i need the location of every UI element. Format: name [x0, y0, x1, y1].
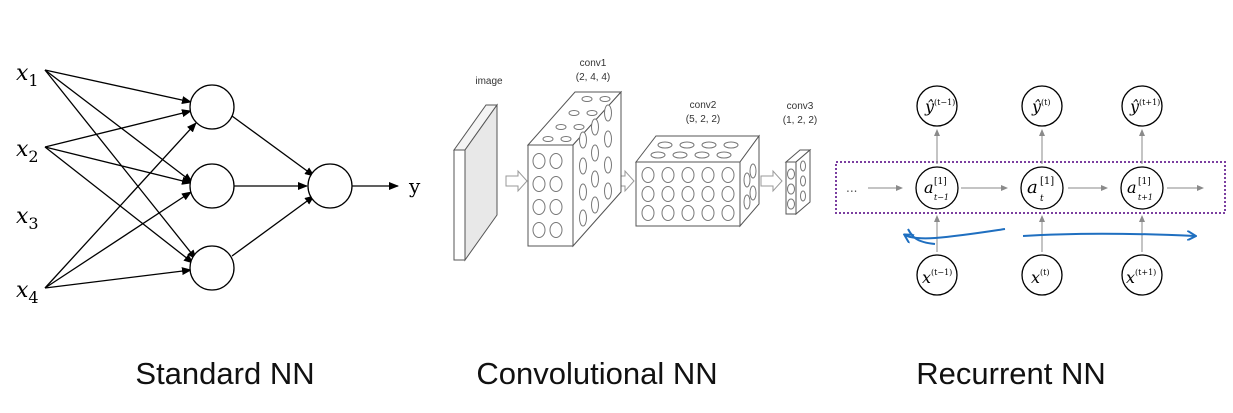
standard-nn-panel: x1 x2 x3 x4 y Standard NN: [16, 61, 421, 391]
output-y-label: y: [408, 174, 421, 198]
backward-annotation-tail: [907, 228, 936, 245]
hidden-label-t-plus-1: a: [1127, 178, 1137, 197]
output-node-t: [1021, 85, 1063, 127]
conv1-shape: (2, 4, 4): [576, 72, 610, 83]
input-label-t-minus-1: x(t−1): [922, 268, 952, 287]
recurrent-nn-caption: Recurrent NN: [916, 356, 1106, 391]
conv3-label: conv3: [787, 101, 814, 112]
conv2-label: conv2: [690, 100, 717, 111]
hidden-node-t-minus-1: [915, 166, 959, 210]
output-label-t-plus-1: ŷ(t+1): [1129, 97, 1160, 116]
conv2-shape: (5, 2, 2): [686, 114, 720, 125]
conv1-block: [526, 90, 623, 248]
leading-ellipsis: ...: [846, 181, 857, 195]
recurrent-nn-panel: ... ŷ(t−1) ŷ(t) ŷ(t+1): [835, 85, 1226, 391]
hidden-sub-t-plus-1: t+1: [1138, 193, 1153, 202]
hidden-node-t: [1020, 166, 1064, 210]
input-node-t-plus-1: [1121, 254, 1163, 296]
standard-nn-edges: [44, 69, 399, 289]
conv3-block: [784, 148, 812, 216]
backward-annotation-arrow: [905, 228, 1006, 238]
hidden-sup-t-minus-1: [1]: [934, 177, 947, 187]
output-neuron: [307, 163, 353, 209]
input-x4-label: x4: [16, 278, 39, 307]
hidden-sub-t-minus-1: t−1: [934, 193, 949, 202]
standard-nn-caption: Standard NN: [135, 356, 314, 391]
rnn-nodes: [915, 85, 1164, 296]
input-node-t: [1021, 254, 1063, 296]
input-node-t-minus-1: [916, 254, 958, 296]
input-label-t: x(t): [1031, 268, 1050, 287]
conv1-label: conv1: [580, 58, 607, 69]
image-label: image: [475, 76, 503, 87]
input-x2-label: x2: [16, 137, 39, 166]
input-x1-label: x1: [16, 61, 39, 90]
forward-annotation-arrow: [1022, 234, 1195, 236]
output-node-t-minus-1: [916, 85, 958, 127]
hidden-sup-t: [1]: [1040, 176, 1054, 187]
output-label-t: ŷ(t): [1031, 97, 1051, 116]
hidden-label-t-minus-1: a: [924, 178, 934, 197]
output-node-t-plus-1: [1121, 85, 1163, 127]
hidden-neuron-3: [189, 245, 235, 291]
convolutional-nn-caption: Convolutional NN: [476, 356, 717, 391]
hidden-neuron-1: [189, 84, 235, 130]
output-label-t-minus-1: ŷ(t−1): [924, 97, 955, 116]
standard-nn-neurons: [189, 84, 353, 291]
hidden-sub-t: t: [1040, 194, 1044, 204]
conv2-block: [634, 134, 760, 228]
image-input-block: [453, 103, 498, 262]
hidden-sup-t-plus-1: [1]: [1138, 177, 1151, 187]
hidden-node-t-plus-1: [1120, 166, 1164, 210]
input-x3-label: x3: [16, 204, 39, 233]
input-label-t-plus-1: x(t+1): [1126, 268, 1156, 287]
hidden-label-t: a: [1027, 177, 1038, 198]
hidden-neuron-2: [189, 163, 235, 209]
convolutional-nn-panel: image: [453, 58, 817, 391]
conv3-shape: (1, 2, 2): [783, 115, 817, 126]
